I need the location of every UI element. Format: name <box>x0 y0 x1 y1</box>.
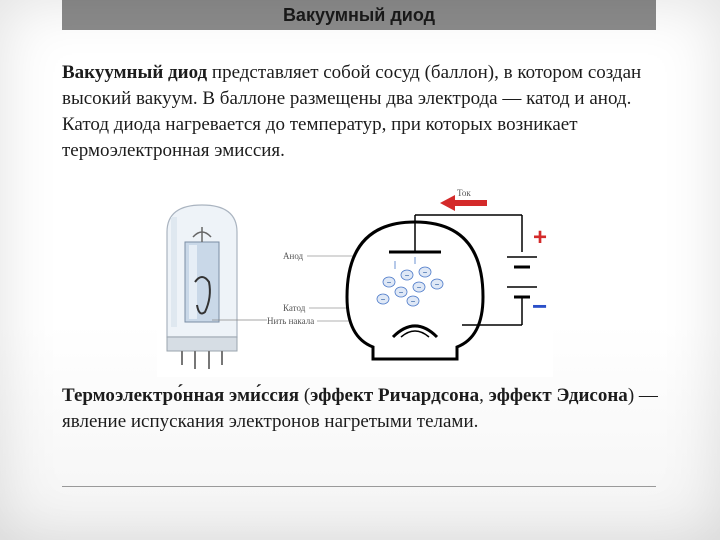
electron: − <box>394 286 408 298</box>
thermionic-term: Термоэлектро́нная эми́ссия <box>62 385 300 406</box>
thermionic-paragraph: Термоэлектро́нная эми́ссия (эффект Ричар… <box>62 385 658 432</box>
plus-sign: + <box>533 224 547 251</box>
effect-richardson: эффект Ричардсона <box>310 385 480 406</box>
diode-illustration: Анод Катод Нить накала Ток + <box>166 188 547 369</box>
svg-text:−: − <box>387 278 392 287</box>
label-anode: Анод <box>283 251 304 261</box>
slide-title: Вакуумный диод <box>282 5 436 25</box>
label-filament: Нить накала <box>267 316 314 326</box>
title-bar <box>62 0 656 30</box>
electron: − <box>418 266 432 278</box>
current-arrow: Ток <box>440 188 487 211</box>
bottom-divider <box>62 486 656 487</box>
electron: − <box>400 269 414 281</box>
svg-text:−: − <box>411 297 416 306</box>
electron: − <box>376 293 390 305</box>
svg-text:−: − <box>399 288 404 297</box>
svg-text:−: − <box>435 280 440 289</box>
effect-edison: эффект Эдисона <box>488 385 628 406</box>
intro-text: представляет собой сосуд (баллон), в кот… <box>62 62 642 161</box>
minus-sign: − <box>532 291 547 321</box>
svg-text:−: − <box>423 268 428 277</box>
svg-text:−: − <box>417 283 422 292</box>
electrons: − − − − − − − − <box>376 257 444 307</box>
thermionic-text: — явление испускания электронов нагретым… <box>62 385 658 432</box>
glass-tube-drawing <box>166 204 267 369</box>
diode-figure: Анод Катод Нить накала Ток + <box>157 187 553 377</box>
svg-text:−: − <box>381 295 386 304</box>
intro-paragraph: Вакуумный диод представляет собой сосуд … <box>62 60 682 164</box>
electron: − <box>430 278 444 290</box>
electron: − <box>382 276 396 288</box>
label-current: Ток <box>457 188 471 198</box>
label-cathode: Катод <box>283 303 306 313</box>
electron: − <box>406 295 420 307</box>
intro-term: Вакуумный диод <box>62 62 208 83</box>
electron: − <box>412 281 426 293</box>
svg-text:−: − <box>405 271 410 280</box>
